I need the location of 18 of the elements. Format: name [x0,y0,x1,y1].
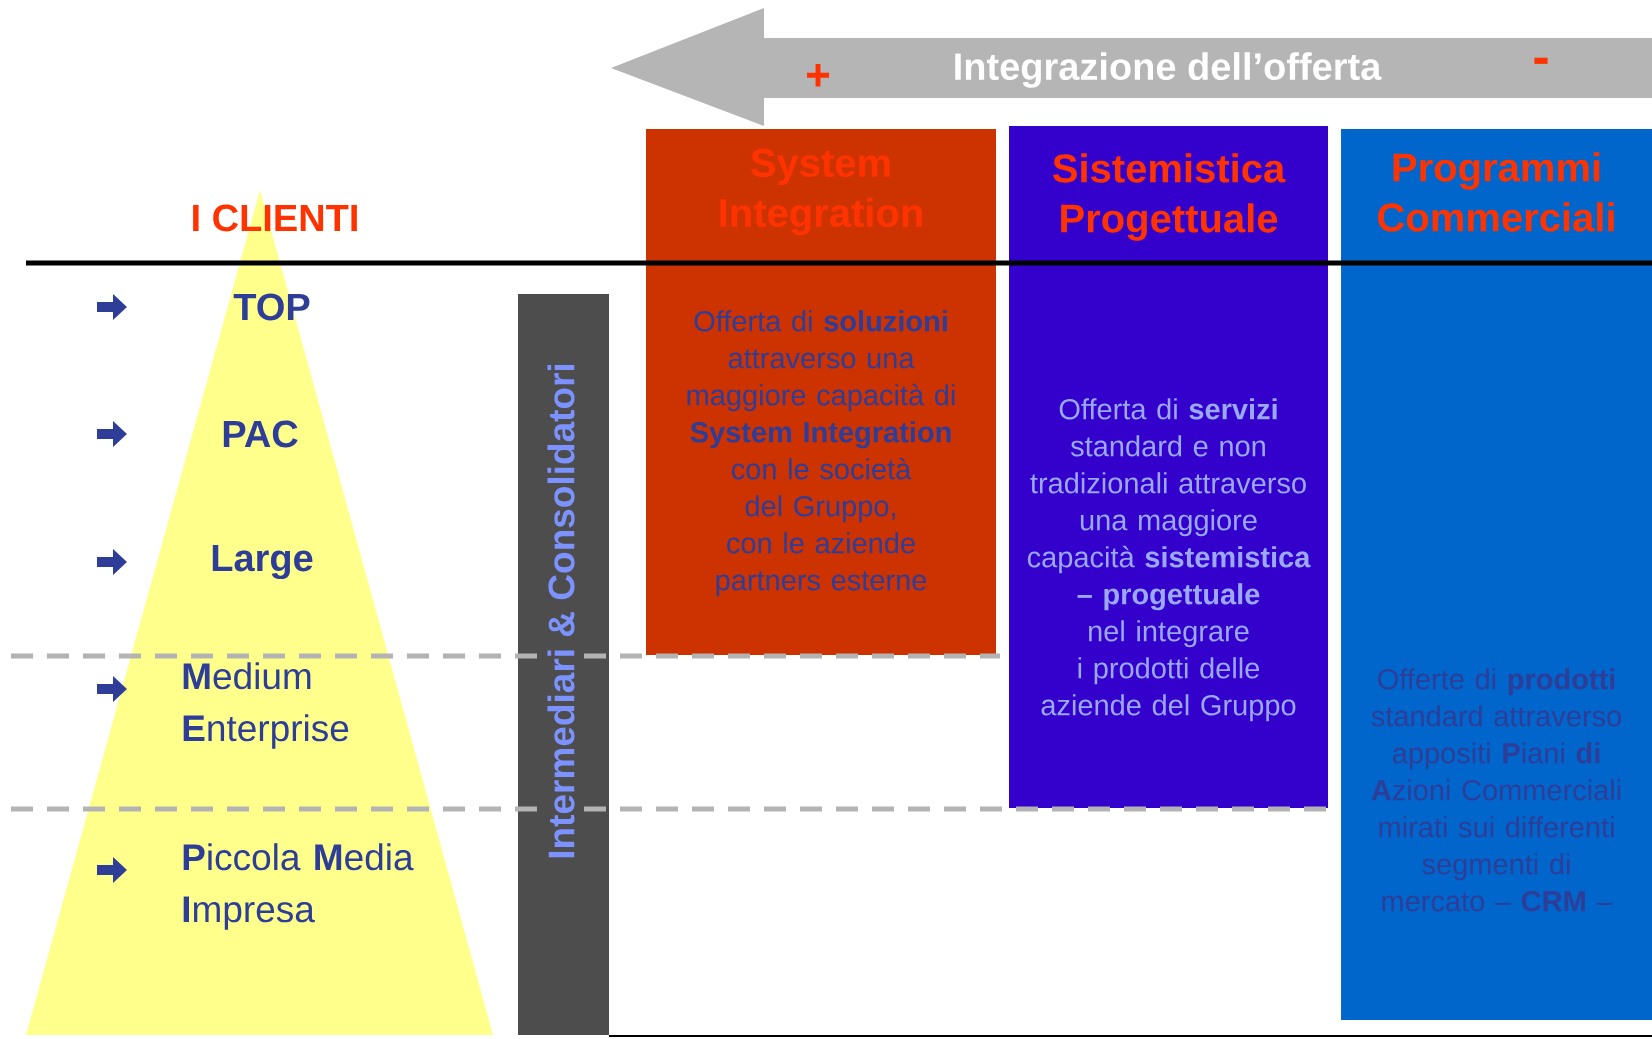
banner-text: Integrazione dell’offerta [955,52,1382,88]
tier-label: Large [212,544,313,580]
tier-label: PAC [223,420,298,448]
tier-label: Medium Enterprise [183,662,349,749]
vertical-label: Intermediari & Consolidatori [547,364,575,858]
vertical-bar [518,294,609,1035]
column-heading: Programmi Commerciali [1378,152,1614,232]
column-box [646,129,996,655]
heading: I CLIENTI [193,204,357,232]
column-text: Offerta di servizi standard e non tradizionali attraverso una maggiore capacità sistemistica – progettuale nel integrare i prodotti delle aziende del Gruppo [1027,398,1311,722]
tier-label: Piccola Media Impresa [183,843,414,930]
large-arrow [611,8,1652,126]
sign-text: - [1534,57,1548,64]
column-text: Offerta di soluzioni attraverso una maggiore capacità di System Integration con le società del Gruppo, con le aziende partners esterne [687,310,955,597]
sign-text: + [807,64,830,87]
column-heading: Sistemistica Progettuale [1052,153,1286,241]
column-box [1341,129,1652,1020]
column-box [1009,126,1328,808]
